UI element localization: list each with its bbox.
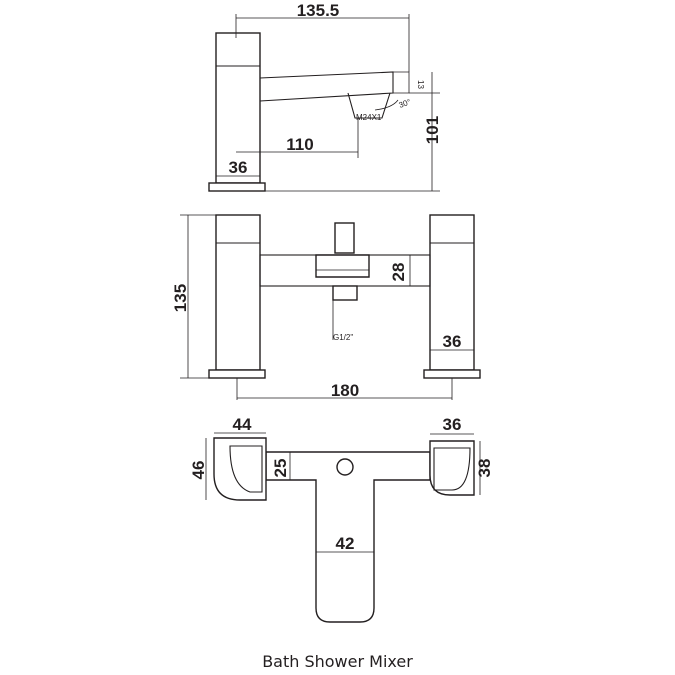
front-left-base [208,369,266,379]
front-spout [315,254,370,278]
dim-angle: 30° [398,97,412,110]
dim-right-width: 36 [443,415,462,434]
dim-left-depth: 46 [189,461,208,480]
dim-height-front: 135 [171,284,190,312]
dim-bridge-depth: 25 [271,459,290,478]
dim-spout-drop: 13 [416,80,425,89]
plan-body [265,451,431,623]
plan-diverter [336,458,354,476]
front-outlet [332,285,358,301]
front-right-body [429,214,475,371]
dim-spout-reach: 110 [286,135,313,154]
front-view: G1/2" 135 28 36 180 [171,214,481,400]
dim-right-depth: 38 [475,459,494,478]
dim-centres: 180 [331,381,359,400]
dim-bridge-front: 28 [389,263,408,282]
drawing-caption: Bath Shower Mixer [262,652,413,671]
side-base [208,182,266,192]
plan-right-handle [429,440,475,496]
plan-left-handle [213,437,267,501]
front-right-base [423,369,481,379]
dim-left-width: 44 [233,415,252,434]
plan-view: 44 36 46 25 38 42 [189,415,494,623]
side-view: 135.5 110 36 101 13 30° M24X1 [208,1,442,192]
side-spout [259,71,394,102]
dim-spout-width: 42 [336,534,355,553]
dim-spout-length: 135.5 [297,1,340,20]
front-left-body [215,214,261,371]
front-diverter [334,222,355,254]
dim-thread: M24X1 [356,113,382,122]
dim-body-width-side: 36 [229,158,248,177]
dim-body-width-front: 36 [443,332,462,351]
dim-outlet-thread: G1/2" [333,333,353,342]
dim-height-side: 101 [423,116,442,144]
side-body [215,32,261,184]
side-spout-outlet [347,92,391,119]
